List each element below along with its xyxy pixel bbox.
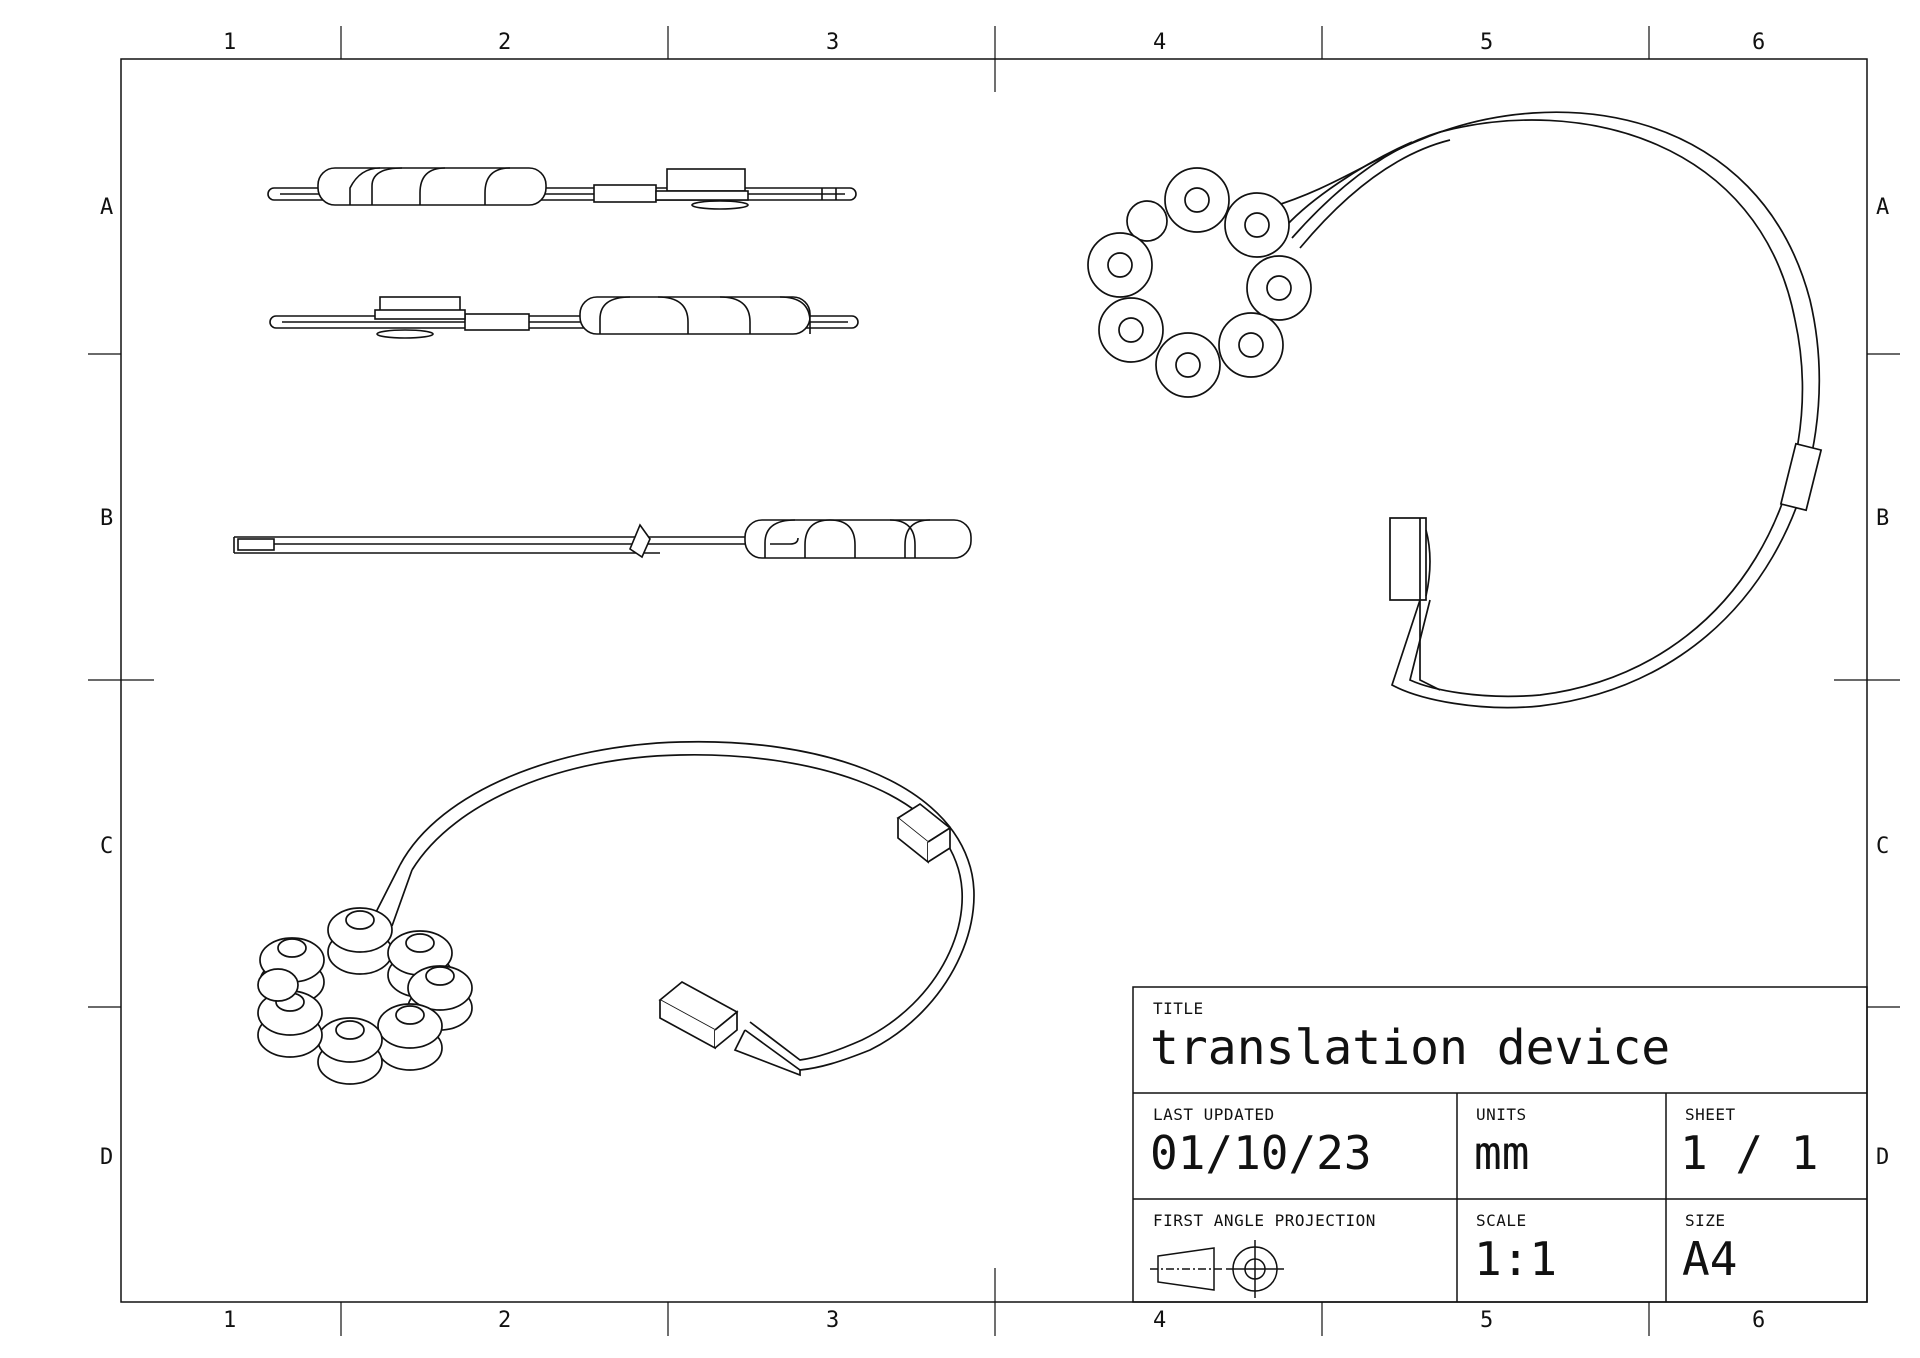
module-foot [376, 329, 434, 339]
scale-label: SCALE [1476, 1211, 1527, 1230]
col-label-3-top: 3 [826, 30, 840, 55]
view-side-profile [233, 519, 972, 559]
iso-connector [896, 802, 952, 864]
sheet-value: 1 / 1 [1680, 1126, 1819, 1180]
col-label-4-bottom: 4 [1153, 1308, 1167, 1333]
size-label: SIZE [1685, 1211, 1726, 1230]
row-label-d-left: D [100, 1145, 114, 1170]
sheet-label: SHEET [1685, 1105, 1736, 1124]
hinge-tab [629, 523, 651, 559]
module-foot [691, 200, 749, 210]
row-ticks [88, 353, 1900, 1008]
col-label-1-bottom: 1 [223, 1308, 237, 1333]
col-label-1-top: 1 [223, 30, 237, 55]
pod-group [317, 167, 547, 206]
units-label: UNITS [1476, 1105, 1527, 1124]
column-ticks [340, 26, 1650, 1336]
size-value: A4 [1682, 1232, 1738, 1286]
view-bottom-profile [269, 296, 859, 339]
view-top-profile [267, 167, 857, 210]
pod-group [744, 519, 972, 559]
strap-profile [233, 536, 800, 554]
row-label-b-left: B [100, 506, 114, 531]
row-label-a-right: A [1876, 195, 1890, 220]
drawing-title: translation device [1150, 1020, 1671, 1076]
row-label-c-right: C [1876, 834, 1890, 859]
view-plan [1087, 111, 1823, 709]
units-value: mm [1474, 1126, 1530, 1180]
last-updated-label: LAST UPDATED [1153, 1105, 1275, 1124]
col-label-4-top: 4 [1153, 30, 1167, 55]
col-label-2-top: 2 [498, 30, 512, 55]
connector-block [593, 184, 657, 203]
row-label-d-right: D [1876, 1145, 1890, 1170]
plan-connector [1779, 442, 1823, 512]
title-block-lines [1132, 986, 1868, 1303]
col-label-6-top: 6 [1752, 30, 1766, 55]
pod-group [579, 296, 811, 335]
last-updated-value: 01/10/23 [1150, 1126, 1372, 1180]
row-label-c-left: C [100, 834, 114, 859]
title-label: TITLE [1153, 999, 1204, 1018]
plan-pods [1087, 167, 1312, 398]
strap-outer [399, 740, 975, 1071]
projection-label: FIRST ANGLE PROJECTION [1153, 1211, 1376, 1230]
col-label-5-top: 5 [1480, 30, 1494, 55]
view-isometric [257, 740, 975, 1085]
col-label-3-bottom: 3 [826, 1308, 840, 1333]
col-label-5-bottom: 5 [1480, 1308, 1494, 1333]
scale-value: 1:1 [1474, 1232, 1558, 1286]
module-block [666, 168, 746, 192]
iso-module [658, 980, 739, 1050]
row-label-b-right: B [1876, 506, 1890, 531]
col-label-6-bottom: 6 [1752, 1308, 1766, 1333]
col-label-2-bottom: 2 [498, 1308, 512, 1333]
iso-pods [257, 907, 473, 1085]
first-angle-projection-icon [1150, 1240, 1284, 1298]
connector-block [464, 313, 530, 331]
row-label-a-left: A [100, 195, 114, 220]
